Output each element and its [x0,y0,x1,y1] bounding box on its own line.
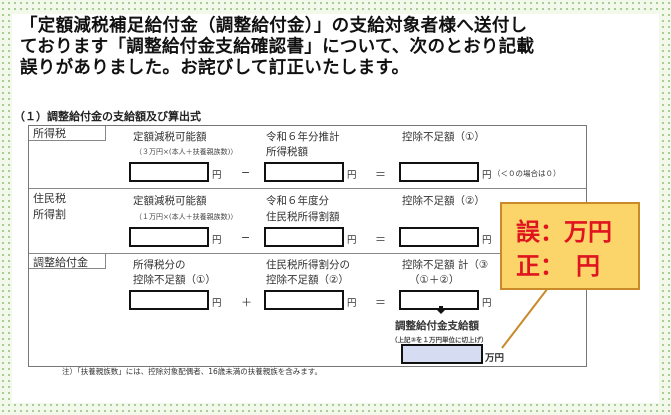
minus-sign: − [241,166,251,179]
resident-deduction-formula: （１万円×(本人＋扶養親族数)） [135,213,238,221]
headline-line-1: 「定額減税補足給付金（調整給付金）」の支給対象者様へ送付し [20,16,528,36]
row-label-income-tax: 所得税 [33,127,66,140]
unit-yen: 円 [212,298,222,309]
row-label-frame [29,126,106,141]
callout-wrong: 誤：万円 [516,218,612,246]
equals-sign: ＝ [375,233,386,246]
total-benefit-box [401,344,483,364]
resident-tax-amount-box [264,227,344,247]
estimated-tax-label-1: 令和６年分推計 [266,131,340,143]
section-title: （１）調整給付金の支給額及び算出式 [14,110,201,123]
deduction-shortfall-1-label: 控除不足額（①） [402,131,485,143]
zero-floor-note: （＜０の場合は０） [493,169,561,178]
adj-col3-label-2: （①＋②） [409,274,460,286]
adj-shortfall-2-box [264,290,344,310]
minus-sign: − [241,231,251,244]
unit-yen: 円 [347,235,357,246]
estimated-tax-label-2: 所得税額 [266,146,308,158]
row-divider [29,188,586,189]
headline-line-2: ております「調整給付金支給確認書」について、次のとおり記載 [20,37,535,57]
plus-sign: ＋ [241,296,252,309]
unit-man-yen: 万円 [485,353,505,364]
headline-line-3: 誤りがありました。お詫びして訂正いたします。 [20,58,410,78]
unit-yen: 円 [212,235,222,246]
row-label-resident-tax-1: 住民税 [33,192,66,205]
fixed-deduction-formula: （３万円×(本人＋扶養親族数)） [135,148,238,156]
equals-sign: ＝ [375,296,386,309]
callout-correct: 正： 円 [516,252,600,280]
row-label-adjustment: 調整給付金 [33,256,88,269]
deduction-shortfall-2-label: 控除不足額（②） [402,195,485,207]
row-label-frame [29,254,106,269]
correction-headline: 「定額減税補足給付金（調整給付金）」の支給対象者様へ送付し ております「調整給付… [20,16,645,79]
resident-tax-amount-label-2: 住民税所得割額 [266,211,340,223]
adj-col1-label-1: 所得税分の [133,259,186,271]
fixed-deduction-label: 定額減税可能額 [133,131,207,143]
unit-yen: 円 [347,170,357,181]
resident-deduction-label: 定額減税可能額 [133,195,207,207]
equals-sign: ＝ [375,168,386,181]
deduction-shortfall-1-box [399,162,479,182]
total-benefit-rounding-note: （上記③を１万円単位に切上げ） [391,336,488,344]
adj-col2-label-1: 住民税所得割分の [266,259,350,271]
unit-yen: 円 [482,170,492,181]
resident-tax-amount-label-1: 令和６年度分 [266,195,329,207]
row-divider [29,253,586,254]
adj-col2-label-2: 控除不足額（②） [266,274,349,286]
fixed-deduction-box [129,162,209,182]
unit-yen: 円 [212,170,222,181]
adj-col1-label-2: 控除不足額（①） [133,274,216,286]
correction-callout: 誤：万円 正： 円 [500,202,640,290]
total-benefit-title: 調整給付金支給額 [395,320,479,332]
deduction-shortfall-2-box [399,227,479,247]
estimated-tax-box [264,162,344,182]
row-label-resident-tax-2: 所得割 [33,208,66,221]
unit-yen: 円 [482,298,492,309]
resident-deduction-box [129,227,209,247]
arrow-down-icon [436,306,446,314]
adj-shortfall-1-box [129,290,209,310]
unit-yen: 円 [347,298,357,309]
unit-yen: 円 [482,235,492,246]
adj-col3-label-1: 控除不足額 計（③ [402,259,489,271]
footnote: 注）「扶養親族数」には、控除対象配偶者、16歳未満の扶養親族を含みます。 [62,367,323,376]
calculation-form: 所得税 定額減税可能額 （３万円×(本人＋扶養親族数)） 円 − 令和６年分推計… [28,125,587,367]
